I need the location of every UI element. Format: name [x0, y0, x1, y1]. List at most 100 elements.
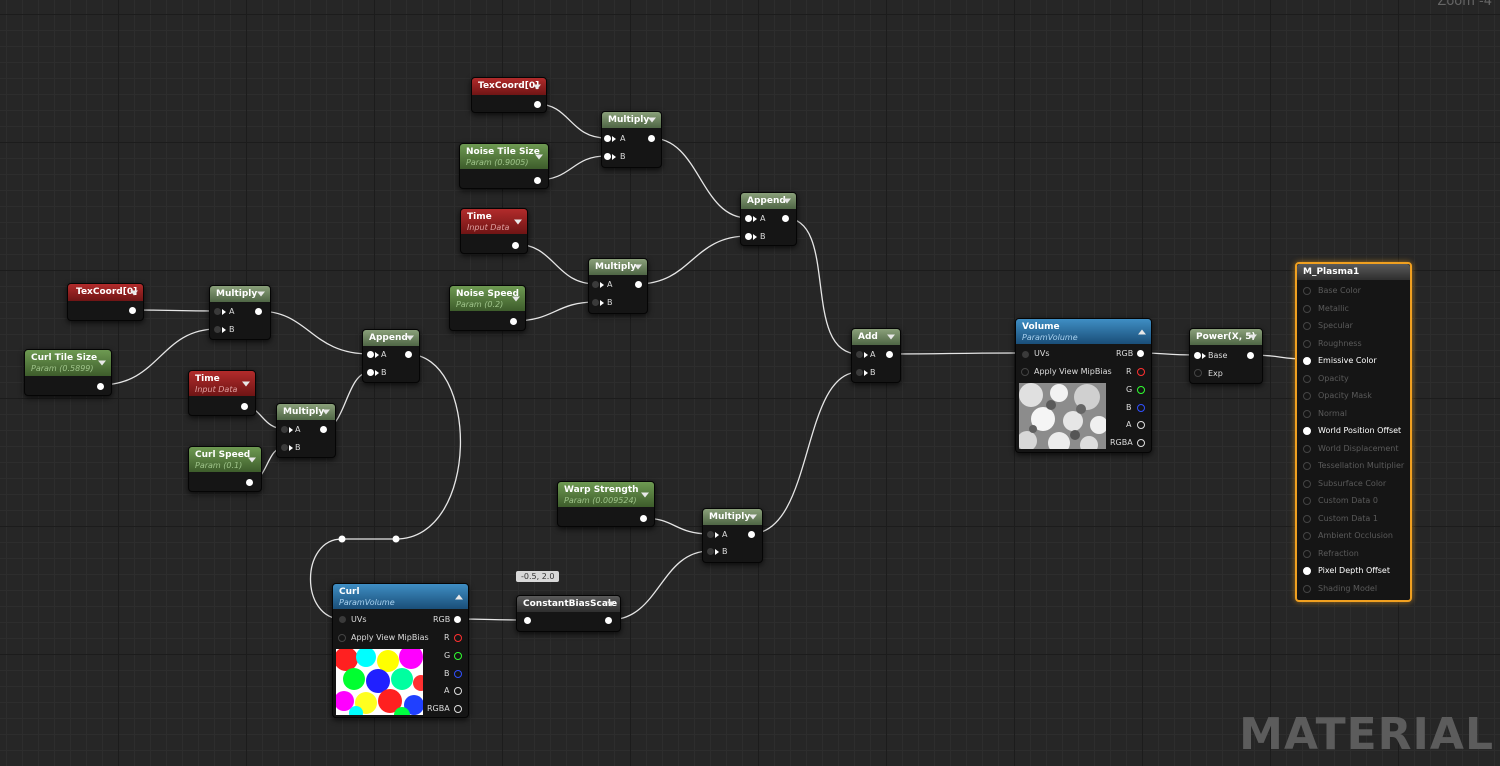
- material-input-pin[interactable]: [1303, 567, 1311, 575]
- input-pin-a[interactable]: [707, 531, 714, 538]
- output-pin-rgba[interactable]: [1137, 439, 1145, 447]
- collapse-arrow-icon[interactable]: [322, 409, 330, 415]
- material-input-pin[interactable]: [1303, 374, 1311, 383]
- collapse-arrow-icon[interactable]: [887, 334, 895, 340]
- node-constant-bias-scale[interactable]: ConstantBiasScale: [516, 595, 621, 632]
- collapse-arrow-icon[interactable]: [406, 335, 414, 341]
- output-pin[interactable]: [1247, 352, 1254, 359]
- node-time-top[interactable]: Time Input Data: [460, 208, 528, 254]
- collapse-arrow-icon[interactable]: [607, 601, 615, 607]
- output-pin[interactable]: [640, 515, 647, 522]
- node-multiply-left2[interactable]: Multiply A B: [276, 403, 336, 458]
- output-pin[interactable]: [534, 177, 541, 184]
- collapse-arrow-icon[interactable]: [455, 594, 463, 599]
- node-multiply-warp[interactable]: Multiply A B: [702, 508, 763, 563]
- material-input-pin[interactable]: [1303, 549, 1311, 558]
- output-pin[interactable]: [605, 617, 612, 624]
- node-append-left[interactable]: Append A B: [362, 329, 420, 383]
- collapse-arrow-icon[interactable]: [648, 117, 656, 123]
- collapse-arrow-icon[interactable]: [248, 457, 256, 462]
- node-volume-texture[interactable]: Volume ParamVolume UVs Apply View MipBia…: [1015, 318, 1152, 453]
- material-input-pin[interactable]: [1303, 427, 1311, 435]
- input-pin-b[interactable]: [592, 299, 599, 306]
- output-pin[interactable]: [534, 101, 541, 108]
- material-input-pin[interactable]: [1303, 357, 1311, 365]
- output-pin-r[interactable]: [454, 634, 462, 642]
- input-pin-a[interactable]: [214, 308, 221, 315]
- output-pin[interactable]: [255, 308, 262, 315]
- material-input-pin[interactable]: [1303, 339, 1311, 348]
- output-pin[interactable]: [648, 135, 655, 142]
- output-pin-b[interactable]: [454, 670, 462, 678]
- material-input-pin[interactable]: [1303, 392, 1311, 400]
- output-pin[interactable]: [886, 351, 893, 358]
- input-pin-a[interactable]: [281, 426, 288, 433]
- material-input-pin[interactable]: [1303, 497, 1311, 505]
- collapse-arrow-icon[interactable]: [130, 290, 138, 295]
- input-pin-a[interactable]: [592, 281, 599, 288]
- collapse-arrow-icon[interactable]: [783, 198, 791, 204]
- node-texcoord-left[interactable]: TexCoord[0]: [67, 283, 144, 321]
- collapse-arrow-icon[interactable]: [257, 291, 265, 297]
- input-pin-uvs[interactable]: [339, 616, 346, 623]
- material-input-pin[interactable]: [1303, 444, 1311, 453]
- collapse-arrow-icon[interactable]: [533, 84, 541, 89]
- node-time-left[interactable]: Time Input Data: [188, 370, 256, 416]
- input-pin-a[interactable]: [745, 215, 752, 222]
- output-pin[interactable]: [129, 307, 136, 314]
- input-pin-b[interactable]: [856, 369, 863, 376]
- collapse-arrow-icon[interactable]: [514, 219, 522, 224]
- material-input-pin[interactable]: [1303, 532, 1311, 540]
- output-pin-rgb[interactable]: [454, 616, 461, 623]
- output-pin[interactable]: [241, 403, 248, 410]
- node-add[interactable]: Add A B: [851, 328, 901, 383]
- material-input-pin[interactable]: [1303, 304, 1311, 313]
- collapse-arrow-icon[interactable]: [98, 360, 106, 366]
- collapse-arrow-icon[interactable]: [1138, 329, 1146, 334]
- input-pin-a[interactable]: [856, 351, 863, 358]
- collapse-arrow-icon[interactable]: [749, 514, 757, 520]
- node-noise-speed[interactable]: Noise Speed Param (0.2): [449, 285, 526, 331]
- output-pin-rgb[interactable]: [1137, 350, 1144, 357]
- node-texcoord-top[interactable]: TexCoord[0]: [471, 77, 547, 113]
- output-pin[interactable]: [510, 318, 517, 325]
- output-pin-b[interactable]: [1137, 404, 1145, 412]
- material-input-pin[interactable]: [1303, 514, 1311, 523]
- input-pin-b[interactable]: [367, 369, 374, 376]
- input-pin-mipbias[interactable]: [338, 634, 346, 642]
- output-pin[interactable]: [246, 479, 253, 486]
- material-input-pin[interactable]: [1303, 462, 1311, 470]
- material-input-pin[interactable]: [1303, 322, 1311, 330]
- collapse-arrow-icon[interactable]: [1249, 334, 1257, 340]
- input-pin-uvs[interactable]: [1022, 351, 1029, 358]
- output-pin[interactable]: [320, 426, 327, 433]
- output-pin[interactable]: [97, 383, 104, 390]
- node-noise-tile-size[interactable]: Noise Tile Size Param (0.9005): [459, 143, 549, 189]
- node-curl-tile-size[interactable]: Curl Tile Size Param (0.5899): [24, 349, 112, 396]
- output-pin-g[interactable]: [1137, 386, 1145, 394]
- node-multiply-top2[interactable]: Multiply A B: [588, 258, 648, 314]
- material-input-pin[interactable]: [1303, 584, 1311, 593]
- input-pin-b[interactable]: [604, 153, 611, 160]
- input-pin-b[interactable]: [745, 233, 752, 240]
- input-pin-mipbias[interactable]: [1021, 368, 1029, 376]
- node-curl-speed[interactable]: Curl Speed Param (0.1): [188, 446, 262, 492]
- collapse-arrow-icon[interactable]: [242, 381, 250, 386]
- input-pin-b[interactable]: [281, 444, 288, 451]
- node-curl-texture[interactable]: Curl ParamVolume UVs Apply View MipBias …: [332, 583, 469, 718]
- input-pin[interactable]: [524, 617, 531, 624]
- input-pin-a[interactable]: [367, 351, 374, 358]
- node-warp-strength[interactable]: Warp Strength Param (0.009524): [557, 481, 655, 527]
- output-pin[interactable]: [748, 531, 755, 538]
- output-pin[interactable]: [512, 242, 519, 249]
- node-power[interactable]: Power(X, 5) Base Exp: [1189, 328, 1263, 384]
- collapse-arrow-icon[interactable]: [512, 296, 520, 301]
- node-append-top[interactable]: Append A B: [740, 192, 797, 246]
- material-input-pin[interactable]: [1303, 287, 1311, 295]
- input-pin-b[interactable]: [214, 326, 221, 333]
- node-multiply-left1[interactable]: Multiply A B: [209, 285, 271, 340]
- material-input-pin[interactable]: [1303, 479, 1311, 488]
- input-pin-a[interactable]: [604, 135, 611, 142]
- input-pin-exp[interactable]: [1194, 369, 1202, 377]
